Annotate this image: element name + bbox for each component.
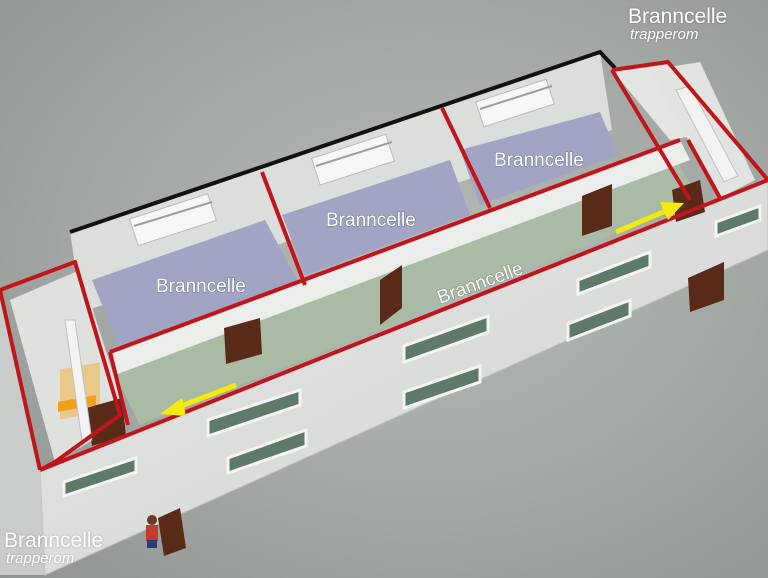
stairwell-title-bottom-left: Branncelle xyxy=(4,529,104,552)
person-figure xyxy=(146,515,158,548)
room-floor-1 xyxy=(92,220,300,350)
stair-door-right xyxy=(672,180,705,222)
stairwell-window-right xyxy=(675,85,739,183)
room-door-2 xyxy=(380,265,402,325)
stairwell-caption-top-right: Branncelle trapperom xyxy=(628,6,727,42)
stairwell-title-top-right: Branncelle xyxy=(628,5,728,28)
facade-windows-upper xyxy=(206,203,762,439)
stairwell-caption-bottom-left: Branncelle trapperom xyxy=(4,530,103,566)
room-label-1: Branncelle xyxy=(156,276,246,297)
stairwell-subtitle-top-right: trapperom xyxy=(630,26,699,43)
escape-arrow-left xyxy=(160,382,237,416)
window-back-room-1 xyxy=(129,193,217,247)
window-back-room-3 xyxy=(475,78,555,128)
room-label-2: Branncelle xyxy=(326,210,416,231)
room-floor-3 xyxy=(460,112,618,205)
stairwell-subtitle-bottom-left: trapperom xyxy=(6,550,75,567)
room-door-3 xyxy=(582,184,612,236)
corridor-wall xyxy=(110,140,690,375)
exterior-door-right xyxy=(688,262,724,312)
room-label-3: Branncelle xyxy=(494,150,584,171)
left-end-wall xyxy=(0,290,45,575)
window-back-room-2 xyxy=(310,133,395,186)
roof-edge-back xyxy=(69,49,617,234)
exterior-door-left xyxy=(158,508,186,556)
escape-arrow-right xyxy=(615,202,684,235)
room-door-1 xyxy=(224,318,262,364)
facade-windows-lower xyxy=(62,297,632,499)
fire-cell-outlines xyxy=(0,60,768,472)
corridor-floor xyxy=(110,150,700,425)
room-floor-2 xyxy=(282,160,470,275)
